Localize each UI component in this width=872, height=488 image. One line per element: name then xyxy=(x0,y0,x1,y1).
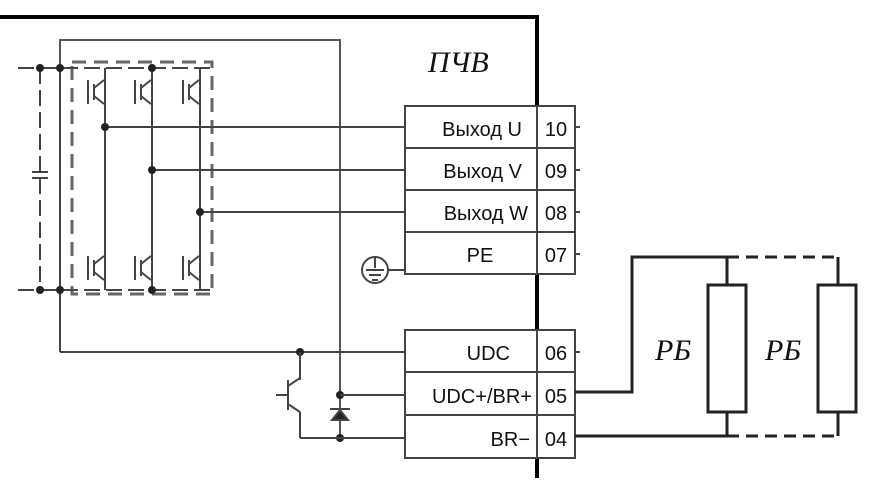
brake-chopper xyxy=(276,352,405,439)
igbt-bot-u xyxy=(87,255,105,281)
terminal-label-pe: PE xyxy=(467,245,494,267)
terminal-num-09: 09 xyxy=(545,161,567,183)
terminal-block-top: Выход U 10 Выход V 09 Выход W 08 PE 07 xyxy=(404,105,576,275)
terminal-num-07: 07 xyxy=(545,245,567,267)
igbt-top-u xyxy=(87,79,105,105)
terminal-label-br-minus: BR− xyxy=(491,429,530,451)
terminal-label-udc-br: UDC+/BR+ xyxy=(432,386,532,408)
terminal-num-08: 08 xyxy=(545,203,567,225)
terminal-stubs xyxy=(575,126,580,353)
igbt-bot-w xyxy=(182,255,200,281)
device-label: ПЧВ xyxy=(427,46,489,79)
igbt-top-w xyxy=(182,79,200,105)
resistor-wiring xyxy=(575,255,840,438)
terminal-label-v: Выход V xyxy=(443,161,522,183)
terminal-num-04: 04 xyxy=(545,429,567,451)
brake-resistor-2: РБ xyxy=(764,283,858,414)
terminal-label-u: Выход U xyxy=(442,119,522,141)
terminal-block-bottom: UDC 06 UDC+/BR+ 05 BR− 04 xyxy=(404,329,576,459)
device-frame xyxy=(0,15,539,478)
igbt-symbols xyxy=(87,79,200,281)
terminal-num-10: 10 xyxy=(545,119,567,141)
terminal-label-w: Выход W xyxy=(444,203,528,225)
igbt-top-v xyxy=(134,79,152,105)
resistor-label-1: РБ xyxy=(654,334,691,367)
igbt-bot-v xyxy=(134,255,152,281)
resistor-label-2: РБ xyxy=(764,334,801,367)
dc-bus-lines xyxy=(18,67,405,353)
terminal-label-udc: UDC xyxy=(467,343,510,365)
inverter-bridge xyxy=(59,39,341,438)
ground-icon xyxy=(361,256,405,284)
junction-dots xyxy=(36,64,344,442)
terminal-num-05: 05 xyxy=(545,386,567,408)
brake-resistor-1: РБ xyxy=(654,283,748,414)
terminal-num-06: 06 xyxy=(545,343,567,365)
